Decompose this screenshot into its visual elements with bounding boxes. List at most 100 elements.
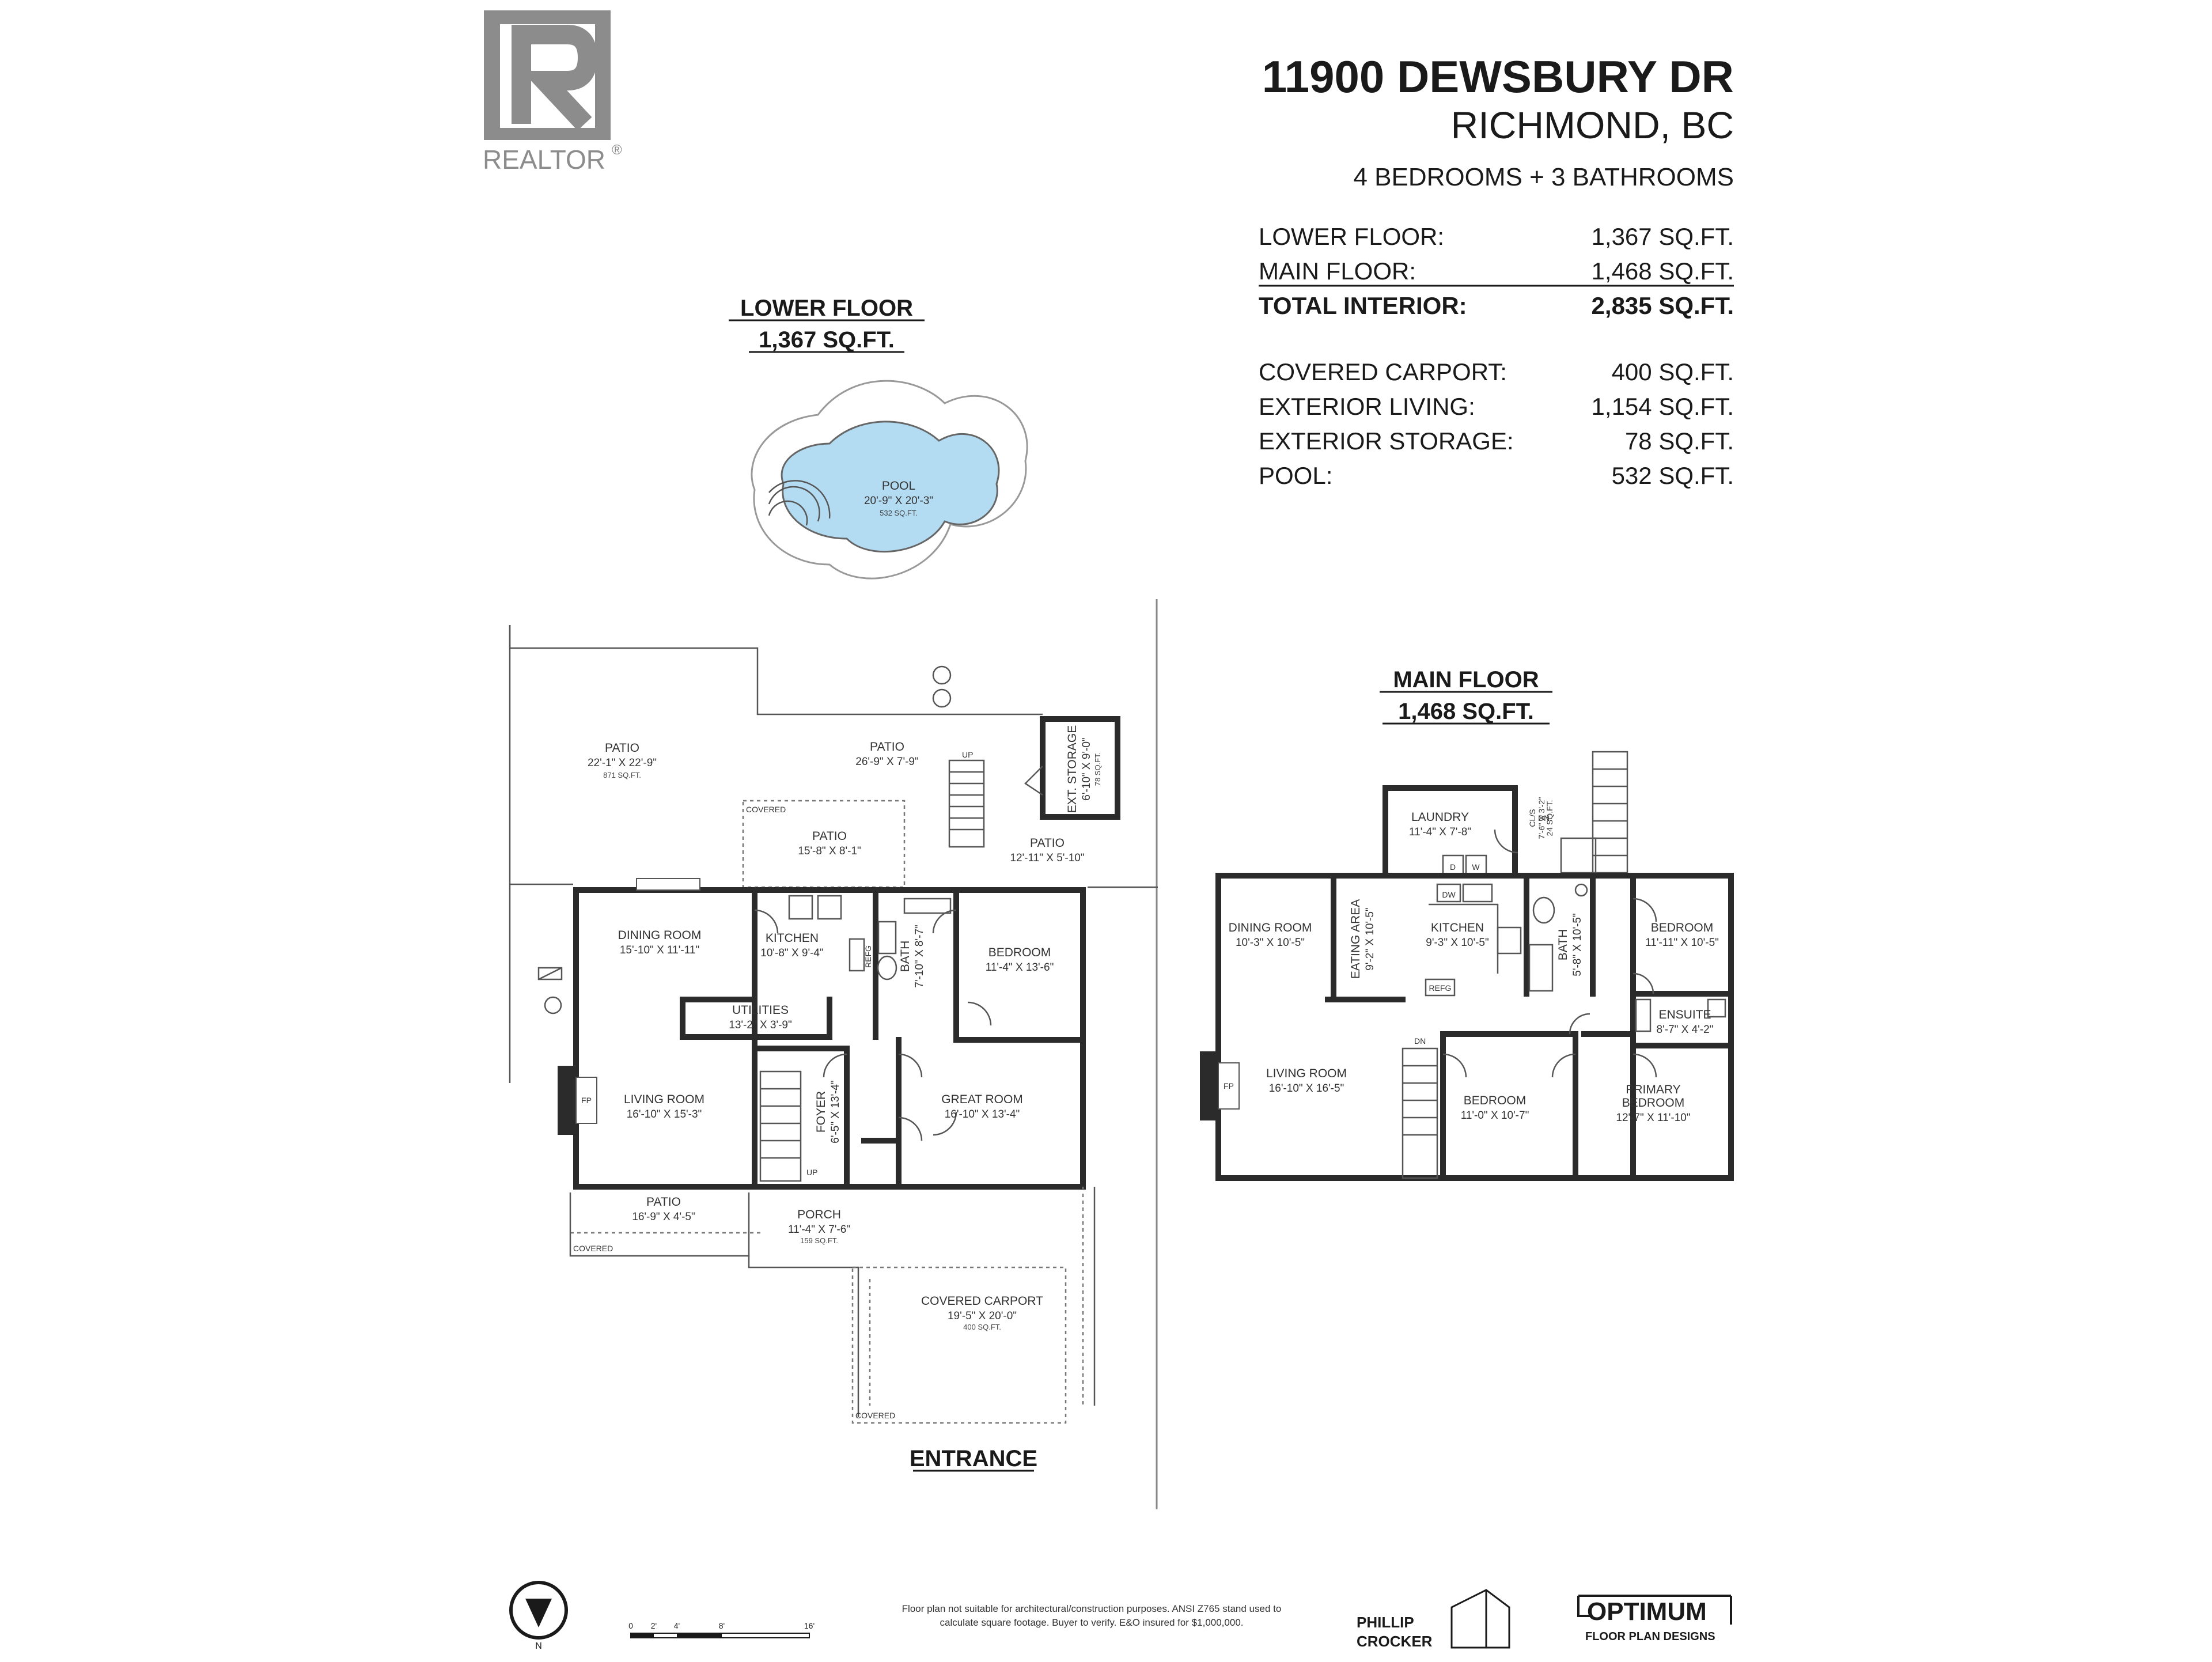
fireplace-icon xyxy=(1200,1051,1218,1120)
main-floor-area: 1,468 SQ.FT. xyxy=(1398,699,1534,724)
up-label: UP xyxy=(962,750,973,759)
brand-logo: OPTIMUM FLOOR PLAN DESIGNS xyxy=(1577,1595,1732,1643)
registered-mark: ® xyxy=(612,142,622,158)
area-value: 1,468 SQ.FT. xyxy=(1592,258,1734,285)
scale-bar: 0 2' 4' 8' 16' xyxy=(628,1621,815,1638)
room-area: 24 SQ.FT. xyxy=(1545,800,1554,836)
room-dimensions: 11'-11" X 10'-5" xyxy=(1645,937,1719,949)
photographer-logo: PHILLIP CROCKER xyxy=(1357,1589,1510,1650)
room-area: 400 SQ.FT. xyxy=(963,1323,1001,1331)
room-name: COVERED CARPORT xyxy=(921,1294,1043,1308)
area-value: 1,154 SQ.FT. xyxy=(1592,393,1734,420)
refg-label: REFG xyxy=(1429,983,1452,993)
area-value: 532 SQ.FT. xyxy=(1612,462,1734,489)
room-dimensions: 13'-2" X 3'-9" xyxy=(729,1019,791,1031)
room-dimensions: 19'-5" X 20'-0" xyxy=(948,1310,1017,1322)
room-name: KITCHEN xyxy=(766,932,819,945)
photographer-name: CROCKER xyxy=(1357,1633,1433,1650)
room-area: 532 SQ.FT. xyxy=(880,509,918,517)
room-name: BATH xyxy=(899,941,912,972)
room-dimensions: 6'-10" X 9'-0" xyxy=(1081,737,1093,800)
main-floor-plan: MAIN FLOOR 1,468 SQ.FT. DN D W LAUNDRY 1… xyxy=(1200,667,1734,1181)
room-dimensions: 15'-8" X 8'-1" xyxy=(798,845,861,857)
room-name: BEDROOM xyxy=(1464,1094,1527,1107)
room-dimensions: 12'-11" X 5'-10" xyxy=(1010,852,1084,864)
room-dimensions: 9'-3" X 10'-5" xyxy=(1426,937,1488,949)
covered-label: COVERED xyxy=(573,1244,613,1253)
exterior-stairs: UP xyxy=(948,750,985,848)
room-name: KITCHEN xyxy=(1431,921,1484,934)
room-dimensions: 8'-7" X 4'-2" xyxy=(1657,1024,1714,1036)
room-area: 871 SQ.FT. xyxy=(603,771,641,779)
room-area: 78 SQ.FT. xyxy=(1093,752,1102,786)
room-name: LIVING ROOM xyxy=(624,1093,704,1106)
scale-tick: 16' xyxy=(804,1621,815,1630)
realtor-wordmark: REALTOR xyxy=(483,145,605,175)
room-area: 159 SQ.FT. xyxy=(800,1236,838,1245)
room-name: PATIO xyxy=(1030,836,1065,850)
area-value: 1,367 SQ.FT. xyxy=(1592,223,1734,250)
room-dimensions: 22'-1" X 22'-9" xyxy=(588,757,657,769)
fp-label: FP xyxy=(1224,1081,1234,1091)
room-name: BATH xyxy=(1556,929,1570,960)
realtor-logo: REALTOR ® xyxy=(483,10,622,175)
north-label: N xyxy=(535,1641,542,1651)
room-dimensions: 10'-3" X 10'-5" xyxy=(1236,937,1305,949)
dishwasher-label: DW xyxy=(1442,890,1456,899)
scale-tick: 8' xyxy=(719,1621,725,1630)
room-dimensions: 20'-9" X 20'-3" xyxy=(864,495,933,507)
room-dimensions: 16'-10" X 13'-4" xyxy=(945,1108,1020,1120)
room-name: POOL xyxy=(882,479,915,493)
room-dimensions: 16'-10" X 16'-5" xyxy=(1269,1082,1344,1095)
entrance-label: ENTRANCE xyxy=(910,1446,1037,1471)
refg-label: REFG xyxy=(863,945,873,968)
room-name: EXT. STORAGE xyxy=(1066,725,1079,813)
washer-label: W xyxy=(1472,862,1480,872)
area-label: POOL: xyxy=(1259,462,1332,489)
room-name: PATIO xyxy=(812,830,847,843)
room-dimensions: 5'-8" X 10'-5" xyxy=(1571,913,1584,976)
room-name: BEDROOM xyxy=(1622,1096,1685,1110)
area-label: COVERED CARPORT: xyxy=(1259,358,1507,385)
main-floor-walls xyxy=(1215,873,1734,1181)
disclaimer-line: calculate square footage. Buyer to verif… xyxy=(940,1617,1244,1628)
room-name: PRIMARY xyxy=(1626,1083,1680,1096)
room-dimensions: 16'-10" X 15'-3" xyxy=(627,1108,702,1120)
dn-label: DN xyxy=(1414,1036,1426,1046)
brand-name: OPTIMUM xyxy=(1587,1597,1707,1626)
room-dimensions: 11'-4" X 7'-6" xyxy=(788,1224,850,1236)
room-name: LAUNDRY xyxy=(1411,811,1469,824)
room-dimensions: 15'-10" X 11'-11" xyxy=(620,944,699,956)
room-name: PORCH xyxy=(797,1208,841,1221)
room-dimensions: 11'-0" X 10'-7" xyxy=(1461,1110,1529,1122)
dn-label: DN xyxy=(1538,813,1550,823)
room-name: UTILITIES xyxy=(732,1004,789,1017)
covered-label: COVERED xyxy=(746,805,786,814)
room-dimensions: 7'-10" X 8'-7" xyxy=(914,925,926,987)
room-dimensions: 11'-4" X 13'-6" xyxy=(986,961,1054,974)
room-name: LIVING ROOM xyxy=(1266,1067,1347,1080)
room-dimensions: 12'-7" X 11'-10" xyxy=(1616,1112,1690,1124)
scale-tick: 4' xyxy=(674,1621,680,1630)
area-value: 78 SQ.FT. xyxy=(1625,427,1734,455)
room-dimensions: 7'-6" X 3'-2" xyxy=(1537,797,1546,839)
room-dimensions: 6'-5" X 13'-4" xyxy=(830,1080,842,1143)
area-value: 400 SQ.FT. xyxy=(1612,358,1734,385)
area-label: MAIN FLOOR: xyxy=(1259,258,1416,285)
main-interior-stairs: DN xyxy=(1402,1036,1438,1179)
property-address: 11900 DEWSBURY DR xyxy=(1262,51,1734,102)
area-label: EXTERIOR STORAGE: xyxy=(1259,427,1514,455)
exterior-storage: EXT. STORAGE 6'-10" X 9'-0" 78 SQ.FT. xyxy=(1024,716,1120,820)
room-name: CL/S xyxy=(1528,809,1537,827)
property-city: RICHMOND, BC xyxy=(1451,104,1734,146)
up-label: UP xyxy=(806,1168,817,1177)
area-summary: LOWER FLOOR: 1,367 SQ.FT. MAIN FLOOR: 1,… xyxy=(1259,223,1734,489)
area-label: EXTERIOR LIVING: xyxy=(1259,393,1475,420)
bed-bath-summary: 4 BEDROOMS + 3 BATHROOMS xyxy=(1353,163,1734,191)
scale-tick: 0 xyxy=(628,1621,633,1630)
main-floor-title: MAIN FLOOR xyxy=(1393,667,1539,692)
room-dimensions: 11'-4" X 7'-8" xyxy=(1409,826,1471,838)
north-arrow-icon: N xyxy=(509,1581,568,1651)
room-dimensions: 9'-2" X 10'-5" xyxy=(1364,907,1376,970)
